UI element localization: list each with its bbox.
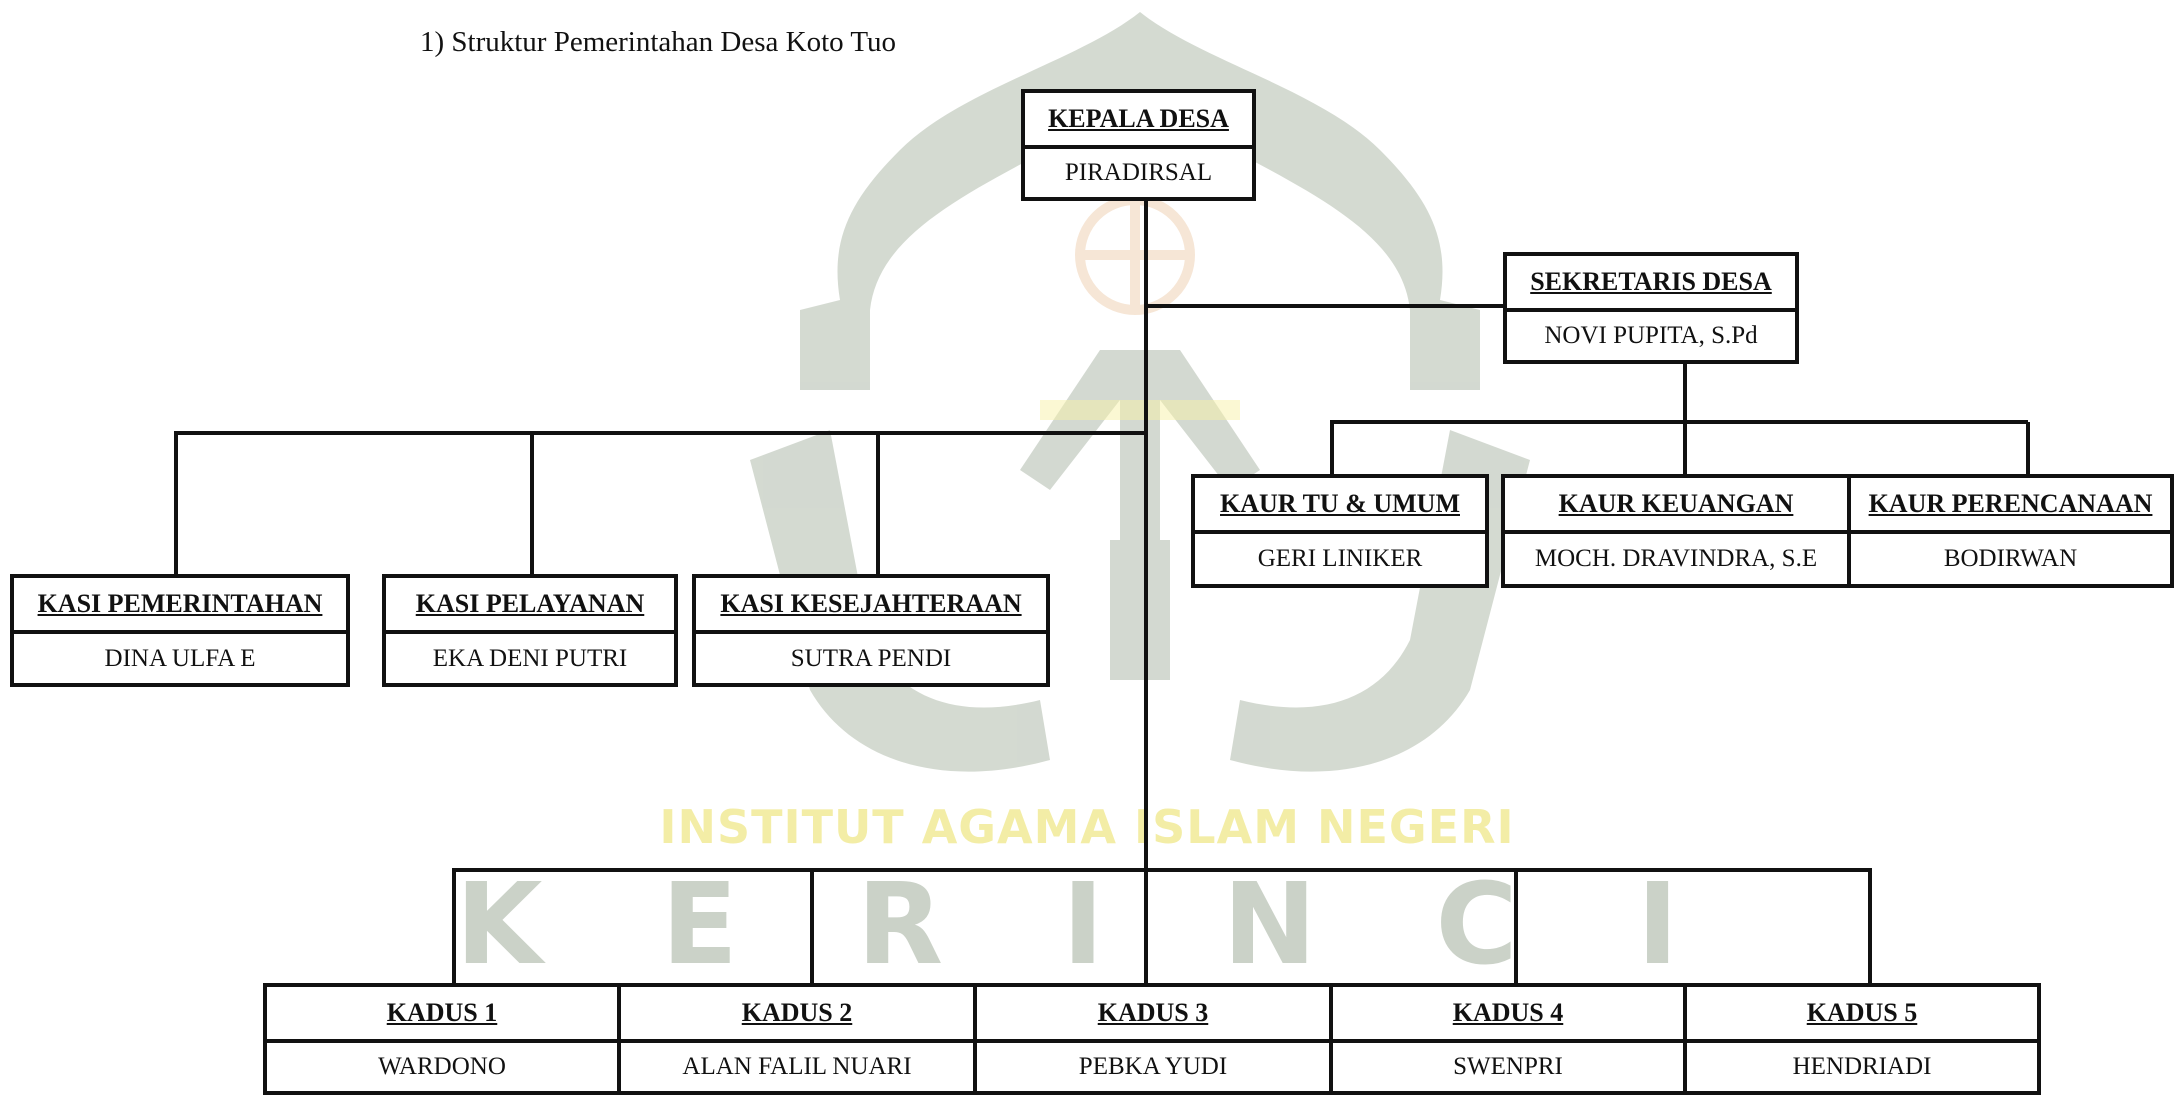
kaur-box: KAUR TU & UMUM GERI LINIKER: [1191, 474, 1489, 588]
kaur-name: BODIRWAN: [1943, 545, 2078, 572]
kadus-box: KADUS 4 SWENPRI: [1329, 983, 1687, 1095]
kasi-name: EKA DENI PUTRI: [432, 644, 628, 672]
kadus-box: KADUS 2 ALAN FALIL NUARI: [617, 983, 977, 1095]
kaur-name: GERI LINIKER: [1257, 545, 1423, 572]
kadus-box: KADUS 5 HENDRIADI: [1683, 983, 2041, 1095]
kaur-role: KAUR TU & UMUM: [1195, 478, 1485, 534]
kepala-desa-role: KEPALA DESA: [1025, 93, 1252, 149]
kadus-role: KADUS 2: [621, 987, 973, 1043]
kadus-name: PEBKA YUDI: [1078, 1053, 1228, 1080]
kaur-name: MOCH. DRAVINDRA, S.E: [1534, 545, 1818, 572]
kaur-role: KAUR PERENCANAAN: [1851, 478, 2170, 534]
kasi-role: KASI PEMERINTAHAN: [14, 578, 346, 634]
kadus-name: ALAN FALIL NUARI: [682, 1053, 912, 1080]
kadus-role: KADUS 5: [1687, 987, 2037, 1043]
section-heading: 1) Struktur Pemerintahan Desa Koto Tuo: [420, 26, 897, 58]
kadus-box: KADUS 3 PEBKA YUDI: [973, 983, 1333, 1095]
kadus-name: HENDRIADI: [1792, 1053, 1932, 1080]
sekretaris-desa-role: SEKRETARIS DESA: [1507, 256, 1795, 312]
kadus-role: KADUS 4: [1333, 987, 1683, 1043]
kasi-role: KASI PELAYANAN: [386, 578, 674, 634]
kasi-box: KASI PEMERINTAHAN DINA ULFA E: [10, 574, 350, 687]
watermark-kerinci-text: K E R I N C I: [455, 860, 1719, 990]
kasi-name: DINA ULFA E: [104, 644, 256, 672]
kadus-name: SWENPRI: [1453, 1053, 1563, 1080]
sekretaris-desa-box: SEKRETARIS DESA NOVI PUPITA, S.Pd: [1503, 252, 1799, 364]
kaur-box: KAUR KEUANGAN MOCH. DRAVINDRA, S.E: [1501, 474, 1851, 588]
kadus-box: KADUS 1 WARDONO: [263, 983, 621, 1095]
kasi-role: KASI KESEJAHTERAAN: [696, 578, 1046, 634]
watermark-institution-text: INSTITUT AGAMA ISLAM NEGERI: [659, 800, 1515, 854]
kepala-desa-box: KEPALA DESA PIRADIRSAL: [1021, 89, 1256, 201]
kaur-box: KAUR PERENCANAAN BODIRWAN: [1847, 474, 2174, 588]
kadus-name: WARDONO: [378, 1053, 506, 1080]
kadus-role: KADUS 3: [977, 987, 1329, 1043]
kaur-role: KAUR KEUANGAN: [1505, 478, 1847, 534]
kasi-box: KASI KESEJAHTERAAN SUTRA PENDI: [692, 574, 1050, 687]
kasi-name: SUTRA PENDI: [790, 644, 952, 672]
kepala-desa-name: PIRADIRSAL: [1064, 159, 1213, 186]
kadus-role: KADUS 1: [267, 987, 617, 1043]
kasi-box: KASI PELAYANAN EKA DENI PUTRI: [382, 574, 678, 687]
sekretaris-desa-name: NOVI PUPITA, S.Pd: [1544, 322, 1758, 349]
